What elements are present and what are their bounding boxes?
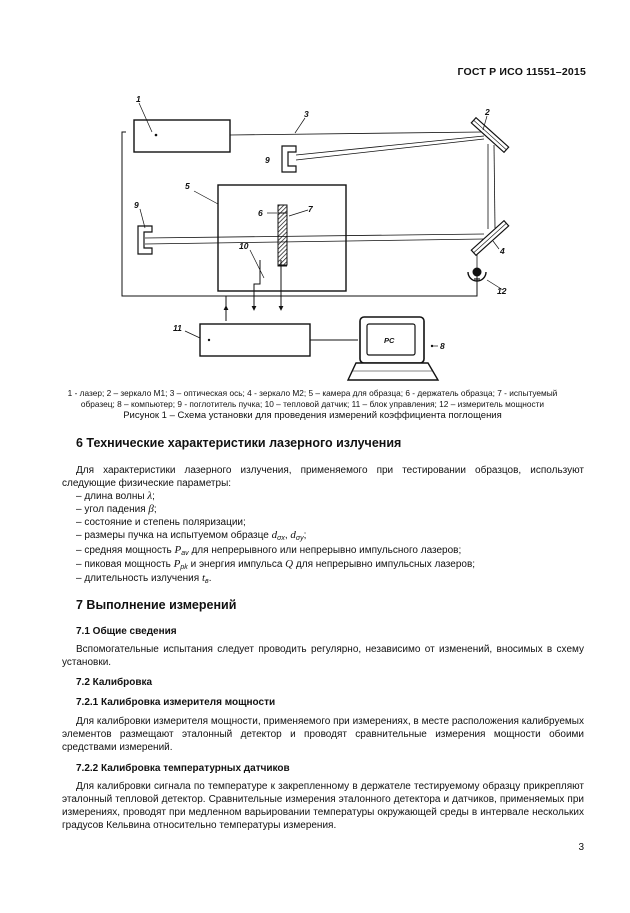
list-item-tail: ; [152, 491, 155, 502]
document-header: ГОСТ Р ИСО 11551–2015 [457, 66, 586, 78]
list-item-polarization: – состояние и степень поляризации; [76, 516, 246, 529]
beam-m1-to-absorber [295, 135, 485, 156]
list-item-peak-power: – пиковая мощность Ppk и энергия импульс… [76, 558, 475, 574]
label-10-thermal-sensor: 10 [239, 241, 249, 251]
beam-laser-to-m1 [229, 131, 483, 136]
label-3-optical-axis: 3 [304, 109, 309, 119]
symbol-lambda: λ [147, 490, 153, 502]
figure-caption: Рисунок 1 – Схема установки для проведен… [123, 410, 502, 421]
symbol-beta: β [148, 503, 154, 515]
subscript-av: av [181, 550, 189, 557]
label-5-sample-chamber: 5 [185, 181, 190, 191]
label-7-test-specimen: 7 [308, 204, 314, 214]
laser-box [133, 119, 231, 153]
label-8-computer: 8 [440, 341, 445, 351]
list-item-tail: ; [153, 504, 157, 515]
label-9-beam-absorber-top: 9 [265, 155, 270, 165]
list-item-tail: ; [303, 530, 307, 541]
list-item-mid: и энергия импульса [187, 559, 286, 570]
schematic-drawing: 1 2 3 4 5 6 7 9 9 10 11 12 8 PC [121, 94, 510, 381]
list-item-text: – угол падения [76, 504, 149, 515]
figure-legend: 1 - лазер; 2 – зеркало М1; 3 – оптическа… [40, 388, 585, 409]
mirror-m1 [470, 116, 510, 154]
label-11-control-unit: 11 [173, 323, 182, 333]
symbol-t: t [201, 572, 206, 584]
beam-m1-to-absorber-lower [295, 138, 485, 161]
page-number: 3 [578, 842, 584, 853]
list-item-incidence-angle: – угол падения β; [76, 503, 157, 516]
holder-bottom [277, 256, 287, 267]
label-9-beam-absorber-left: 9 [134, 200, 139, 210]
mirror-m2 [470, 219, 510, 257]
wiring-lines [121, 131, 478, 341]
symbol-p: P [174, 544, 182, 556]
section-7-2-2-heading: 7.2.2 Калибровка температурных датчиков [76, 763, 290, 774]
label-1-laser: 1 [136, 94, 141, 104]
section-7-1-heading: 7.1 Общие сведения [76, 626, 177, 637]
subscript-sigma-y: σy [295, 535, 304, 542]
wire-thermal-sensor [251, 260, 261, 311]
list-item-tail: для непрерывного или непрерывно импульсн… [188, 545, 462, 556]
section-6-heading: 6 Технические характеристики лазерного и… [76, 436, 402, 450]
section-6-intro: Для характеристики лазерного излучения, … [62, 465, 584, 489]
subscript-sigma-x: σx [277, 535, 285, 542]
wire-laser-to-power-meter [121, 131, 478, 297]
leader-lines [138, 102, 504, 347]
list-item-average-power: – средняя мощность Pav для непрерывного … [76, 544, 461, 560]
list-item-tail: для непрерывно импульсных лазеров; [293, 559, 476, 570]
symbol-q: Q [285, 558, 294, 570]
control-unit-dot [207, 338, 211, 342]
computer-screen-label: PC [384, 336, 395, 345]
label-2-mirror-m1: 2 [484, 107, 490, 117]
section-7-2-1-body: Для калибровки измерителя мощности, прим… [62, 716, 584, 753]
list-item-text: – длительность излучения [76, 573, 202, 584]
computer [346, 316, 440, 381]
beam-absorber-left [137, 225, 153, 255]
symbol-d: d [271, 529, 278, 541]
beam-absorber-top [281, 145, 297, 173]
list-item-text: – длина волны [76, 491, 148, 502]
list-item-text: – размеры пучка на испытуемом образце [76, 530, 272, 541]
list-item-beam-size: – размеры пучка на испытуемом образце dσ… [76, 529, 306, 545]
list-item-wavelength: – длина волны λ; [76, 490, 155, 503]
label-4-mirror-m2: 4 [499, 246, 505, 256]
separator: , [284, 530, 291, 541]
list-item-text: – средняя мощность [76, 545, 175, 556]
section-7-2-heading: 7.2 Калибровка [76, 677, 153, 688]
test-specimen [277, 204, 288, 266]
figure-legend-line-1: 1 - лазер; 2 – зеркало М1; 3 – оптическа… [67, 388, 558, 398]
symbol-p: P [173, 558, 181, 570]
sample-chamber [217, 184, 347, 292]
figure-legend-line-2: образец; 8 – компьютер; 9 - поглотитель … [80, 398, 545, 409]
beam-m1-to-m2-right [493, 144, 496, 229]
list-item-text: – пиковая мощность [76, 559, 174, 570]
label-12-power-meter: 12 [497, 286, 507, 296]
label-6-sample-holder: 6 [258, 208, 263, 218]
section-7-heading: 7 Выполнение измерений [76, 598, 237, 612]
control-unit-box [199, 323, 311, 357]
beam-paths [144, 131, 496, 268]
section-7-1-body: Вспомогательные испытания следует провод… [62, 644, 584, 668]
subscript-pk: pk [180, 564, 188, 571]
section-7-2-1-heading: 7.2.1 Калибровка измерителя мощности [76, 697, 276, 708]
symbol-d: d [290, 529, 296, 541]
figure-apparatus-schematic: 1 2 3 4 5 6 7 9 9 10 11 12 8 PC [112, 88, 532, 386]
laser-dot [154, 133, 158, 137]
section-7-2-2-body: Для калибровки сигнала по температуре к … [62, 781, 584, 831]
beam-m2-to-left-absorber-lower [144, 238, 485, 245]
list-item-tail: . [208, 573, 212, 584]
subscript-v: в [205, 578, 209, 585]
list-item-text: – состояние и степень поляризации; [76, 517, 246, 528]
beam-m2-to-left-absorber [144, 233, 485, 239]
power-meter [467, 267, 487, 282]
list-item-duration: – длительность излучения tв. [76, 572, 211, 588]
